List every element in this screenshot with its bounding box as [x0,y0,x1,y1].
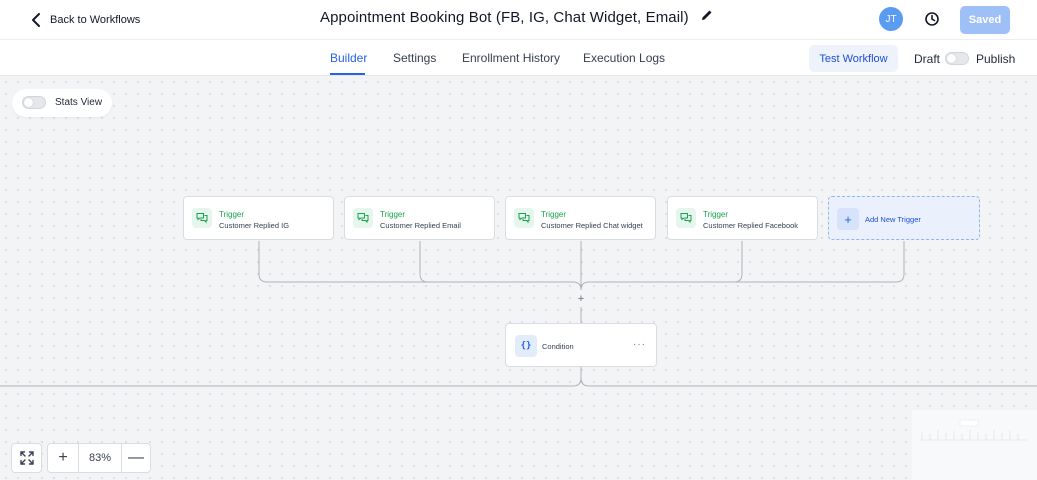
curly-braces-icon: {} [515,335,537,357]
add-new-trigger-button[interactable]: + Add New Trigger [828,196,980,240]
stats-view-toggle[interactable] [22,96,46,109]
tab-enrollment-history[interactable]: Enrollment History [462,51,561,65]
saved-button[interactable]: Saved [960,6,1010,34]
publish-label: Publish [976,52,1016,66]
node-description: Customer Replied Email [380,221,461,230]
workflow-canvas[interactable] [0,76,1037,480]
zoom-level: 83% [88,452,112,464]
connector-trigger-1 [258,241,582,291]
node-description: Customer Replied Facebook [703,221,799,230]
node-kind: Trigger [380,210,406,219]
more-options-icon[interactable]: ··· [633,339,646,350]
add-step-plus-icon[interactable]: + [577,293,585,305]
test-workflow-button[interactable]: Test Workflow [809,45,898,72]
tab-settings[interactable]: Settings [393,51,437,65]
node-kind: Trigger [541,210,567,219]
tab-execution-logs[interactable]: Execution Logs [583,51,666,65]
minimap-preview [920,419,1028,441]
fit-to-screen-button[interactable] [11,443,42,473]
publish-toggle[interactable] [945,52,969,65]
zoom-out-button[interactable]: — [121,444,150,472]
add-trigger-label: Add New Trigger [865,215,921,224]
history-clock-icon[interactable] [924,11,940,27]
active-tab-indicator [330,73,365,75]
node-description: Customer Replied IG [219,221,290,230]
connector-trigger-4 [589,241,743,283]
condition-label: Condition [542,342,574,351]
chat-bubbles-icon [676,208,696,228]
trigger-node-chat-widget[interactable]: Trigger Customer Replied Chat widget [505,196,656,240]
user-avatar[interactable]: JT [879,7,903,31]
back-label: Back to Workflows [50,14,141,26]
back-to-workflows-link[interactable]: Back to Workflows [30,10,140,30]
tab-builder[interactable]: Builder [330,51,368,65]
trigger-node-email[interactable]: Trigger Customer Replied Email [344,196,495,240]
plus-icon: + [837,208,859,230]
node-kind: Trigger [703,210,729,219]
trigger-node-ig[interactable]: Trigger Customer Replied IG [183,196,334,240]
chat-bubbles-icon [192,208,212,228]
connector-trigger-2 [419,241,573,283]
node-description: Customer Replied Chat widget [541,221,643,230]
zoom-controls: + 83% — [47,443,151,473]
condition-node[interactable]: {} Condition [505,323,657,367]
connector-add-trigger [580,241,905,291]
canvas-minimap[interactable] [912,410,1037,480]
tab-bar: Builder Settings Enrollment History Exec… [0,40,1037,76]
chat-bubbles-icon [514,208,534,228]
top-header: Back to Workflows Appointment Booking Bo… [0,0,1037,40]
stats-view-label: Stats View [55,97,103,108]
chat-bubbles-icon [353,208,373,228]
expand-icon [19,451,34,465]
zoom-in-button[interactable]: + [48,444,79,472]
node-kind: Trigger [219,210,245,219]
workflow-title: Appointment Booking Bot (FB, IG, Chat Wi… [320,8,689,26]
toggle-knob [947,54,956,63]
edit-title-pencil-icon[interactable] [701,8,713,26]
toggle-knob [24,98,33,107]
connector-condition-out [0,367,1037,387]
chevron-left-icon [32,13,40,27]
draft-label: Draft [914,52,941,66]
trigger-node-facebook[interactable]: Trigger Customer Replied Facebook [667,196,818,240]
workflow-title-wrap: Appointment Booking Bot (FB, IG, Chat Wi… [320,8,713,26]
